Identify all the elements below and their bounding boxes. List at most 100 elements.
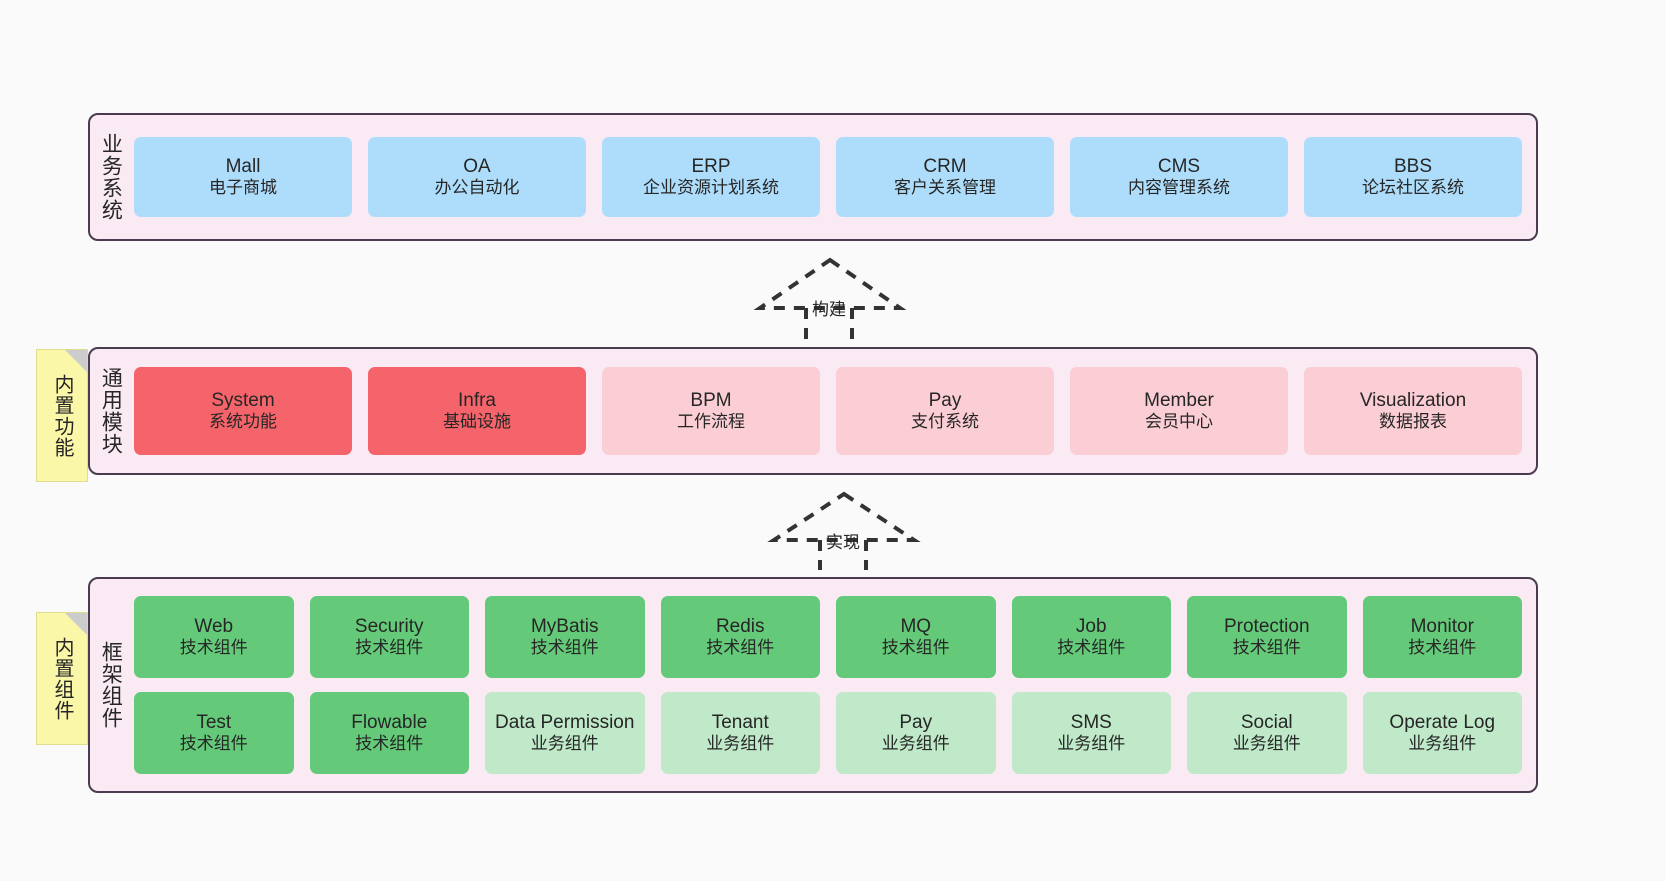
module-desc: 内容管理系统 — [1128, 178, 1230, 198]
module-box[interactable]: CRM 客户关系管理 — [836, 137, 1054, 217]
module-name: Monitor — [1410, 616, 1474, 638]
module-desc: 会员中心 — [1145, 412, 1213, 432]
module-name: Pay — [899, 712, 933, 734]
note-builtin-components: 内置组件 — [36, 612, 88, 745]
module-box[interactable]: Monitor 技术组件 — [1362, 596, 1522, 678]
module-name: Security — [354, 616, 424, 638]
module-box[interactable]: BBS 论坛社区系统 — [1304, 137, 1522, 217]
module-box[interactable]: Operate Log 业务组件 — [1362, 692, 1522, 774]
module-name: MyBatis — [530, 616, 599, 638]
module-box[interactable]: Infra 基础设施 — [368, 367, 586, 455]
module-name: Flowable — [351, 712, 428, 734]
module-box[interactable]: Flowable 技术组件 — [309, 692, 469, 774]
module-name: Social — [1240, 712, 1293, 734]
module-name: Redis — [715, 616, 765, 638]
module-name: Test — [196, 712, 232, 734]
note-label: 内置组件 — [51, 636, 73, 721]
module-desc: 技术组件 — [179, 734, 248, 754]
module-name: Mall — [225, 156, 261, 178]
module-desc: 业务组件 — [881, 734, 950, 754]
module-desc: 技术组件 — [530, 638, 599, 658]
module-desc: 技术组件 — [355, 638, 424, 658]
module-box[interactable]: Social 业务组件 — [1187, 692, 1347, 774]
module-desc: 企业资源计划系统 — [643, 178, 779, 198]
module-desc: 系统功能 — [209, 412, 277, 432]
module-name: Member — [1144, 390, 1214, 412]
module-name: System — [211, 390, 275, 412]
module-name: Visualization — [1359, 390, 1467, 412]
module-box[interactable]: Visualization 数据报表 — [1304, 367, 1522, 455]
module-desc: 基础设施 — [443, 412, 511, 432]
module-box[interactable]: Pay 业务组件 — [836, 692, 996, 774]
module-name: CMS — [1157, 156, 1201, 178]
module-box[interactable]: Pay 支付系统 — [836, 367, 1054, 455]
module-desc: 办公自动化 — [434, 178, 520, 198]
layer-title-common-modules: 通用模块 — [99, 367, 123, 455]
module-box[interactable]: Tenant 业务组件 — [660, 692, 820, 774]
module-name: Pay — [928, 390, 962, 412]
module-box[interactable]: BPM 工作流程 — [602, 367, 820, 455]
module-name: ERP — [691, 156, 731, 178]
framework-row-business: Test 技术组件 Flowable 技术组件 Data Permission … — [134, 692, 1522, 774]
module-name: Operate Log — [1389, 712, 1496, 734]
layer-framework-components: 框架组件 Web 技术组件 Security 技术组件 MyBatis 技术组件… — [88, 577, 1538, 793]
module-box[interactable]: ERP 企业资源计划系统 — [602, 137, 820, 217]
module-desc: 论坛社区系统 — [1362, 178, 1464, 198]
module-box[interactable]: System 系统功能 — [134, 367, 352, 455]
module-name: MQ — [900, 616, 932, 638]
module-name: SMS — [1070, 712, 1112, 734]
note-fold-corner — [65, 613, 87, 635]
module-box[interactable]: Data Permission 业务组件 — [485, 692, 645, 774]
module-desc: 客户关系管理 — [894, 178, 996, 198]
arrow-implement-label: 实现 — [826, 533, 860, 552]
module-box[interactable]: SMS 业务组件 — [1011, 692, 1171, 774]
module-box[interactable]: Security 技术组件 — [309, 596, 469, 678]
module-name: BPM — [690, 390, 732, 412]
module-desc: 支付系统 — [911, 412, 979, 432]
module-name: Web — [194, 616, 234, 638]
module-box[interactable]: OA 办公自动化 — [368, 137, 586, 217]
layer-common-modules: 通用模块 System 系统功能 Infra 基础设施 BPM 工作流程 Pay… — [88, 347, 1538, 475]
layer-business-systems: 业务系统 Mall 电子商城 OA 办公自动化 ERP 企业资源计划系统 CRM… — [88, 113, 1538, 241]
layer-body-common-modules: System 系统功能 Infra 基础设施 BPM 工作流程 Pay 支付系统… — [130, 349, 1536, 473]
layer-title-business-systems: 业务系统 — [99, 133, 123, 221]
note-builtin-features: 内置功能 — [36, 349, 88, 482]
module-box[interactable]: MyBatis 技术组件 — [485, 596, 645, 678]
module-desc: 技术组件 — [179, 638, 248, 658]
framework-row-technical: Web 技术组件 Security 技术组件 MyBatis 技术组件 Redi… — [134, 596, 1522, 678]
layer-body-business-systems: Mall 电子商城 OA 办公自动化 ERP 企业资源计划系统 CRM 客户关系… — [130, 115, 1536, 239]
arrow-build-icon — [753, 257, 907, 348]
module-desc: 业务组件 — [1057, 734, 1126, 754]
module-box[interactable]: Job 技术组件 — [1011, 596, 1171, 678]
arrow-build: 构建 — [752, 256, 912, 348]
module-box[interactable]: Web 技术组件 — [134, 596, 294, 678]
module-name: BBS — [1393, 156, 1433, 178]
module-box[interactable]: Test 技术组件 — [134, 692, 294, 774]
module-name: Data Permission — [495, 712, 635, 734]
arrow-build-label: 构建 — [812, 300, 846, 319]
module-box[interactable]: Member 会员中心 — [1070, 367, 1288, 455]
module-desc: 业务组件 — [1408, 734, 1477, 754]
arrow-implement: 实现 — [766, 490, 926, 570]
arrow-implement-icon — [767, 491, 921, 570]
module-desc: 业务组件 — [706, 734, 775, 754]
note-fold-corner — [65, 350, 87, 372]
module-name: Job — [1075, 616, 1107, 638]
module-box[interactable]: Redis 技术组件 — [660, 596, 820, 678]
module-name: Infra — [457, 390, 497, 412]
layer-body-framework-components: Web 技术组件 Security 技术组件 MyBatis 技术组件 Redi… — [130, 579, 1536, 791]
module-desc: 技术组件 — [355, 734, 424, 754]
module-desc: 技术组件 — [706, 638, 775, 658]
module-box[interactable]: MQ 技术组件 — [836, 596, 996, 678]
module-desc: 业务组件 — [1232, 734, 1301, 754]
module-desc: 电子商城 — [209, 178, 277, 198]
module-desc: 技术组件 — [1232, 638, 1301, 658]
module-desc: 工作流程 — [677, 412, 745, 432]
module-box[interactable]: Mall 电子商城 — [134, 137, 352, 217]
module-box[interactable]: CMS 内容管理系统 — [1070, 137, 1288, 217]
module-name: CRM — [923, 156, 967, 178]
module-box[interactable]: Protection 技术组件 — [1187, 596, 1347, 678]
module-desc: 技术组件 — [1408, 638, 1477, 658]
module-name: Tenant — [711, 712, 769, 734]
